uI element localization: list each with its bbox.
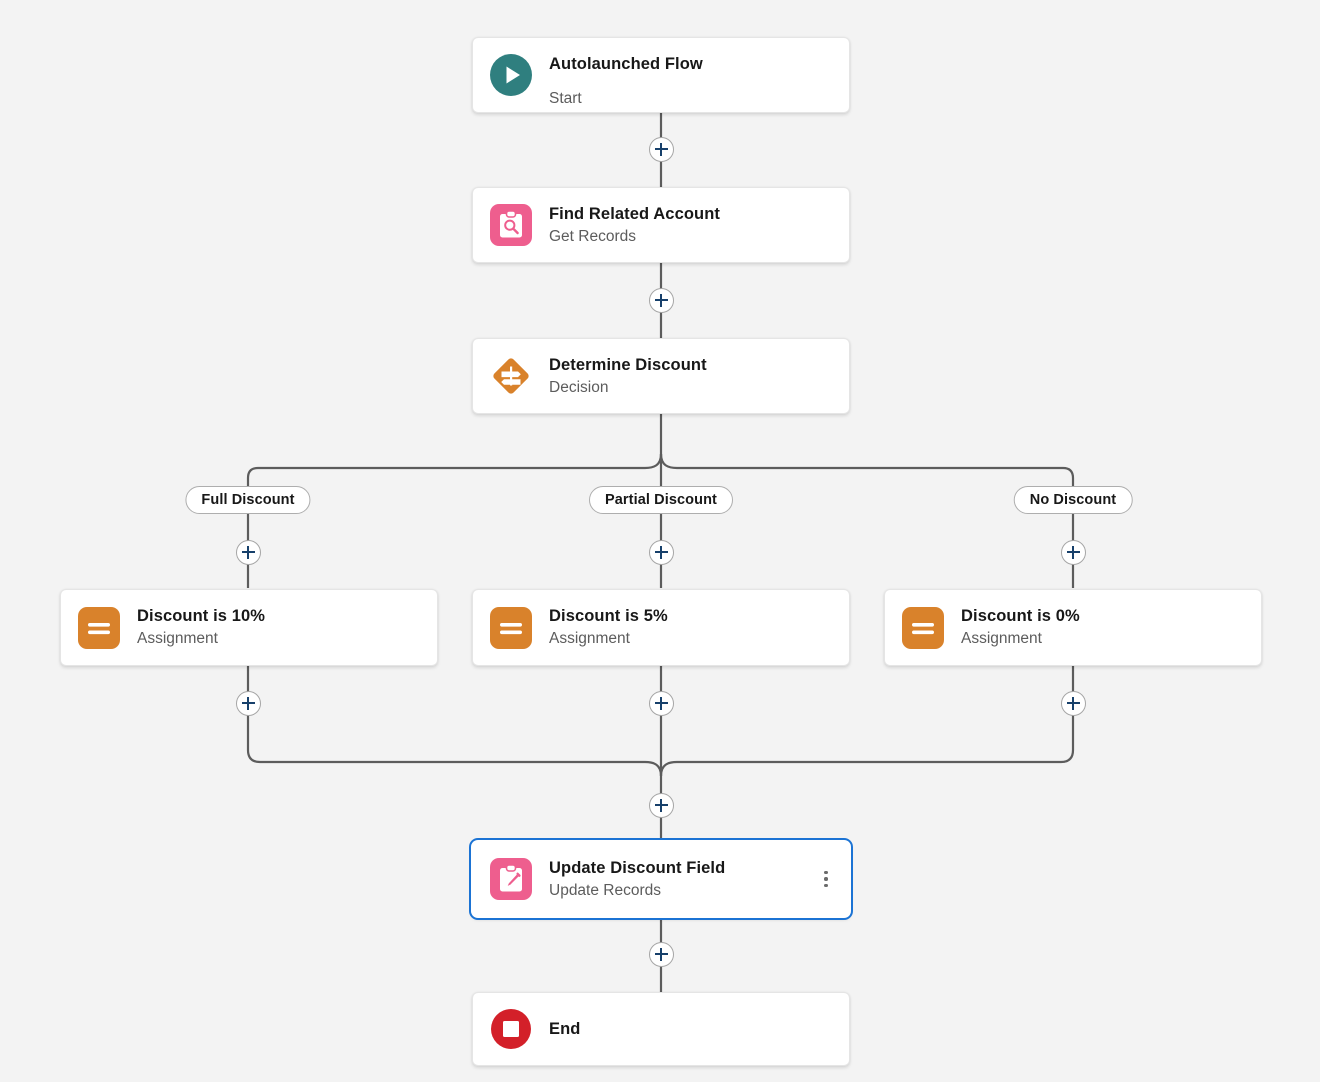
add-element-button-after-assignment-none[interactable] [1060, 690, 1086, 716]
assignment-equals-icon [901, 606, 945, 650]
flow-node-update-records-text: Update Discount Field Update Records [549, 858, 725, 901]
end-stop-icon [489, 1007, 533, 1051]
flow-node-assignment-partial-text: Discount is 5% Assignment [549, 606, 668, 649]
connector-split-right [659, 453, 1075, 486]
add-element-button-branch-partial[interactable] [648, 539, 674, 565]
flow-node-assignment-none-text: Discount is 0% Assignment [961, 606, 1080, 649]
flow-node-get-records-subtitle: Get Records [549, 227, 637, 245]
branch-label-no-discount[interactable]: No Discount [1013, 486, 1133, 514]
flow-node-assignment-full[interactable]: Discount is 10% Assignment [60, 589, 438, 666]
add-element-button-after-assignment-partial[interactable] [648, 690, 674, 716]
flow-node-start-subtitle: Start [549, 89, 582, 107]
flow-node-get-records-text: Find Related Account Get Records [549, 204, 720, 247]
add-element-button-branch-full[interactable] [235, 539, 261, 565]
add-element-button-after-assignment-full[interactable] [235, 690, 261, 716]
assignment-equals-icon [77, 606, 121, 650]
flow-node-assignment-none-subtitle: Assignment [961, 630, 1042, 647]
branch-label-full-discount[interactable]: Full Discount [185, 486, 311, 514]
flow-node-assignment-none-title: Discount is 0% [961, 607, 1080, 625]
get-records-clipboard-search-icon [489, 203, 533, 247]
flow-node-assignment-partial[interactable]: Discount is 5% Assignment [472, 589, 850, 666]
flow-node-assignment-partial-subtitle: Assignment [549, 630, 630, 647]
menu-dot [824, 877, 828, 881]
flow-node-assignment-partial-title: Discount is 5% [549, 607, 668, 625]
assignment-equals-icon [489, 606, 533, 650]
connector-assignment-none-down [659, 666, 1075, 777]
flow-node-assignment-full-subtitle: Assignment [137, 630, 218, 647]
flow-node-start-title: Autolaunched Flow [549, 54, 703, 73]
connector-split-left [246, 453, 663, 486]
add-element-button-after-get-records[interactable] [648, 287, 674, 313]
flow-node-end-text: End [549, 1007, 580, 1051]
flow-node-update-records-title: Update Discount Field [549, 858, 726, 877]
menu-dot [824, 870, 828, 875]
flow-node-update-records[interactable]: Update Discount Field Update Records [472, 841, 850, 917]
node-context-menu-button[interactable] [817, 868, 835, 890]
connector-assignment-full-down [246, 666, 663, 777]
flow-node-assignment-none[interactable]: Discount is 0% Assignment [884, 589, 1262, 666]
flow-node-decision[interactable]: Determine Discount Decision [472, 338, 850, 414]
flow-node-decision-subtitle: Decision [549, 378, 609, 396]
flow-node-get-records[interactable]: Find Related Account Get Records [472, 187, 850, 263]
flow-node-update-records-subtitle: Update Records [549, 881, 662, 899]
start-play-icon [489, 53, 533, 97]
add-element-button-after-start[interactable] [648, 136, 674, 162]
flow-node-end[interactable]: End [472, 992, 850, 1066]
branch-label-partial-discount[interactable]: Partial Discount [589, 486, 733, 514]
update-records-clipboard-pencil-icon [489, 857, 533, 901]
add-element-button-after-update-records[interactable] [648, 941, 674, 967]
flow-node-get-records-title: Find Related Account [549, 204, 720, 223]
flow-node-end-title: End [549, 1020, 581, 1038]
flow-node-assignment-full-title: Discount is 10% [137, 607, 266, 625]
add-element-button-branch-none[interactable] [1060, 539, 1086, 565]
flow-node-decision-title: Determine Discount [549, 355, 707, 374]
flow-node-start[interactable]: Autolaunched Flow Start [472, 37, 850, 113]
flow-node-assignment-full-text: Discount is 10% Assignment [137, 606, 265, 649]
decision-diamond-signpost-icon [489, 354, 533, 398]
flow-node-start-text: Autolaunched Flow Start [549, 42, 703, 109]
flow-node-decision-text: Determine Discount Decision [549, 355, 707, 398]
add-element-button-after-merge[interactable] [648, 792, 674, 818]
menu-dot [824, 883, 828, 888]
